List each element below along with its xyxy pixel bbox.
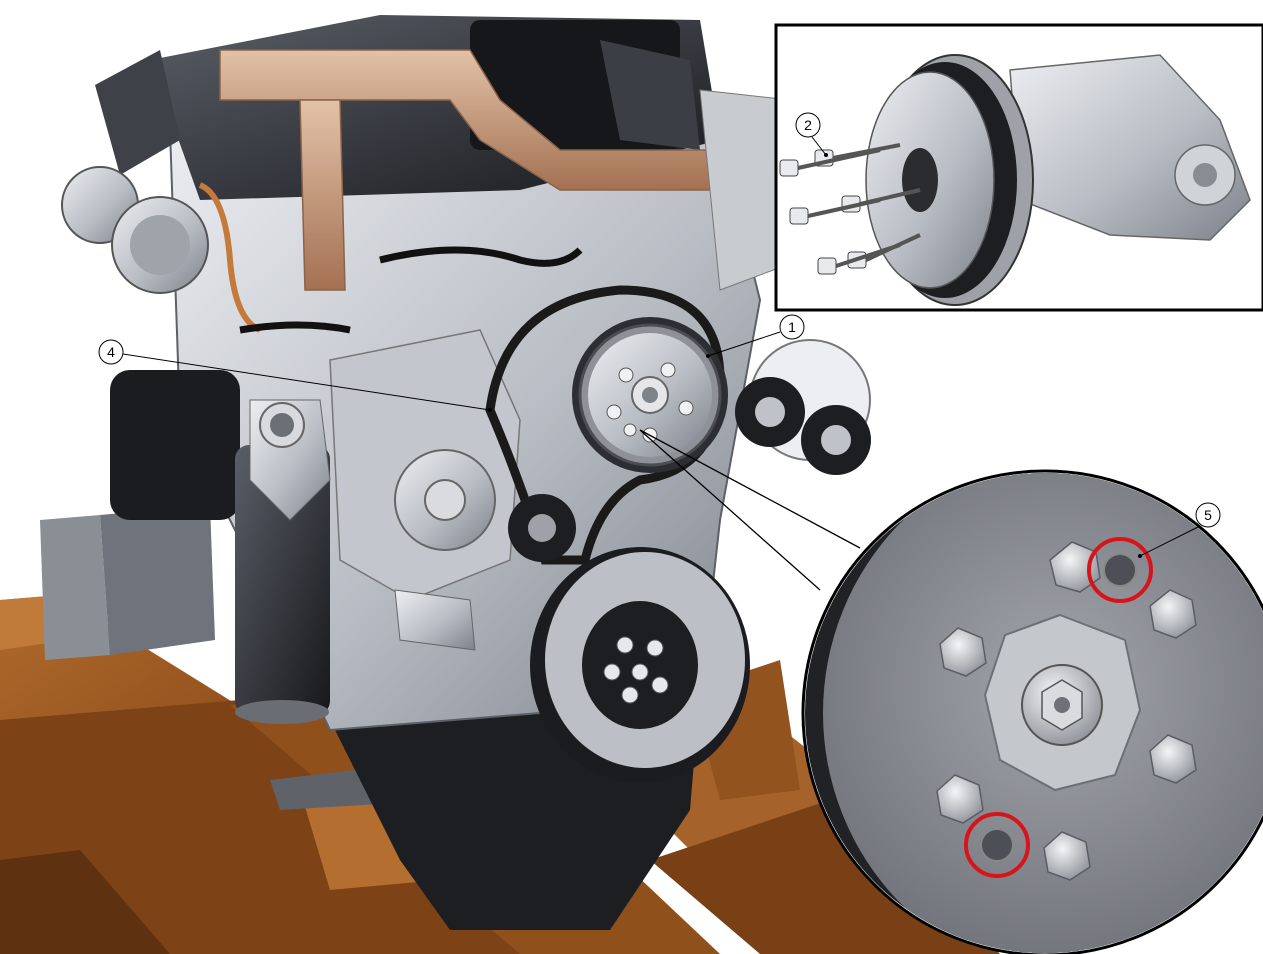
callout-1-label: 1 xyxy=(788,319,796,335)
callout-4: 4 xyxy=(98,339,492,412)
callout-1: 1 xyxy=(706,314,805,358)
callout-5-label: 5 xyxy=(1204,507,1212,523)
callout-2: 2 xyxy=(795,112,828,157)
callout-4-label: 4 xyxy=(107,344,115,360)
zoom-leader-lines xyxy=(639,429,861,591)
callout-2-label: 2 xyxy=(804,117,812,133)
pulley-bolt-hole-detail xyxy=(801,469,1263,954)
crankshaft-pulley xyxy=(572,317,728,473)
belt-drive xyxy=(485,285,871,565)
loose-bolts xyxy=(779,143,921,275)
callout-5: 5 xyxy=(1138,502,1221,558)
highlight-rings xyxy=(964,537,1153,878)
vibration-damper xyxy=(530,547,750,783)
pulley-bolts xyxy=(606,362,694,443)
pulley-removal-detail xyxy=(774,23,1263,312)
zoom-bolts xyxy=(936,541,1197,881)
